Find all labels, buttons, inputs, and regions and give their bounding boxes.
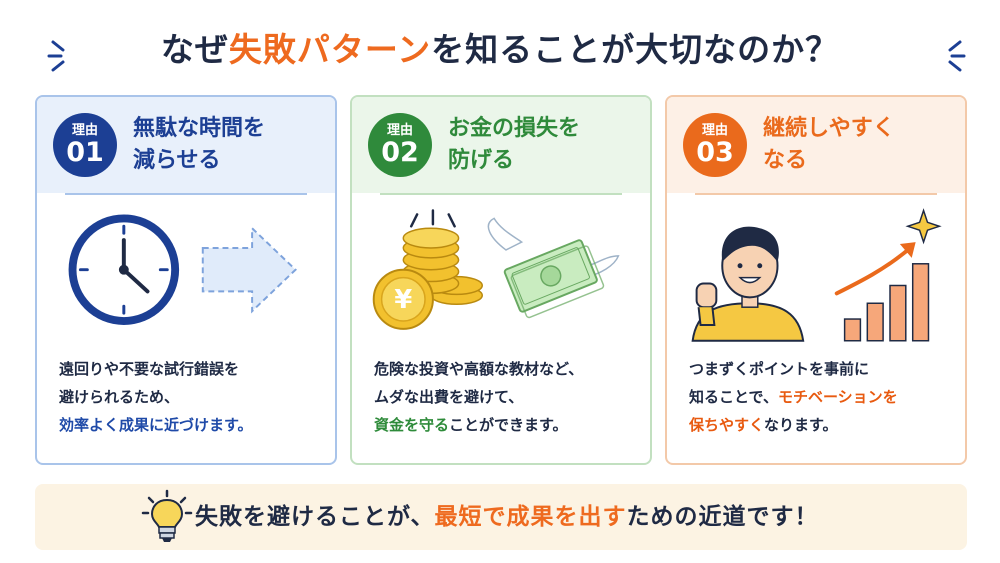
title-row: なぜ失敗パターンを知ることが大切なのか？ bbox=[0, 22, 1000, 78]
title-highlight: 失敗パターン bbox=[228, 30, 432, 69]
svg-text:¥: ¥ bbox=[394, 285, 412, 315]
card-illustration bbox=[691, 208, 942, 342]
reason-card-01: 理由 01 無駄な時間を 減らせる 遠回りや不要な試行錯誤を 避けられるため、 … bbox=[35, 95, 337, 465]
clock-icon bbox=[68, 214, 180, 325]
card-description: つまずくポイントを事前に 知ることで、モチベーションを 保ちやすくなります。 bbox=[689, 360, 898, 434]
divider bbox=[380, 193, 622, 195]
card-illustration bbox=[68, 214, 297, 325]
footer-highlight: 最短で成果を出す bbox=[434, 504, 627, 530]
growth-chart-icon bbox=[834, 242, 930, 342]
sparkle-lines-left-icon bbox=[47, 40, 65, 72]
coin-stack-icon: ¥ bbox=[372, 209, 483, 330]
flying-money-icon bbox=[487, 217, 620, 319]
card-description: 遠回りや不要な試行錯誤を 避けられるため、 効率よく成果に近づけます。 bbox=[59, 360, 253, 434]
sparkle-icon bbox=[905, 208, 942, 245]
card-heading: 無駄な時間を 減らせる bbox=[133, 116, 266, 173]
card-heading: 継続しやすく なる bbox=[763, 116, 895, 173]
card-heading: お金の損失を 防げる bbox=[448, 116, 581, 173]
reason-badge: 理由 02 bbox=[368, 113, 432, 177]
sparkle-lines-right-icon bbox=[948, 40, 966, 72]
lightbulb-icon bbox=[141, 489, 193, 542]
reason-card-02: 理由 02 お金の損失を 防げる ¥ bbox=[350, 95, 652, 465]
footer-banner: 失敗を避けることが、最短で成果を出すための近道です！ bbox=[35, 484, 967, 550]
card-illustration: ¥ bbox=[372, 209, 620, 330]
footer-message: 失敗を避けることが、最短で成果を出すための近道です！ bbox=[195, 504, 819, 530]
reason-badge: 理由 01 bbox=[53, 113, 117, 177]
divider bbox=[65, 193, 307, 195]
reason-badge: 理由 03 bbox=[683, 113, 747, 177]
arrow-right-icon bbox=[201, 225, 297, 314]
card-description: 危険な投資や高額な教材など、 ムダな出費を避けて、 資金を守ることができます。 bbox=[374, 360, 584, 434]
person-fist-icon bbox=[691, 226, 805, 342]
page-title: なぜ失敗パターンを知ることが大切なのか？ bbox=[160, 30, 840, 69]
divider bbox=[695, 193, 937, 195]
reason-card-03: 理由 03 継続しやすく なる bbox=[665, 95, 967, 465]
